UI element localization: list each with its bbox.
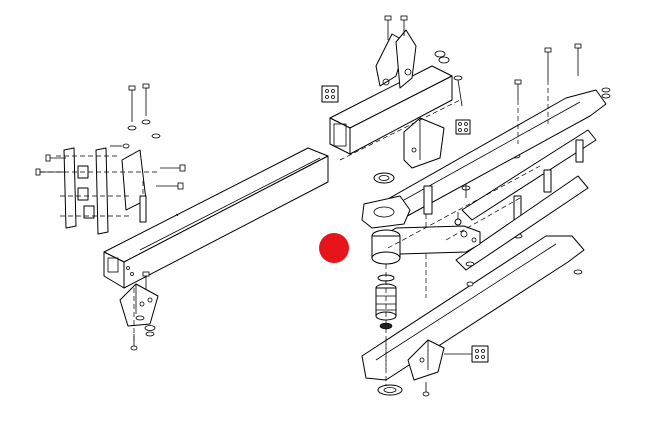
upper-tube-assembly xyxy=(329,15,463,155)
lower-bracket xyxy=(377,261,489,397)
mid-clamp-bracket xyxy=(403,117,471,169)
highlight-marker[interactable] xyxy=(319,233,349,263)
left-bolts xyxy=(35,83,186,190)
cylinder-bushing xyxy=(375,264,397,388)
construction-lines xyxy=(339,99,541,249)
left-pin xyxy=(139,178,147,223)
upper-plate xyxy=(361,172,411,229)
left-clamp-plates xyxy=(40,147,160,235)
left-beam-assembly xyxy=(35,83,329,351)
bolt-plate-upper xyxy=(321,85,339,103)
left-bottom-bracket xyxy=(119,271,159,351)
lower-arm xyxy=(361,175,589,381)
pivot-arm-with-tube xyxy=(371,212,481,265)
left-main-beam xyxy=(103,147,329,289)
